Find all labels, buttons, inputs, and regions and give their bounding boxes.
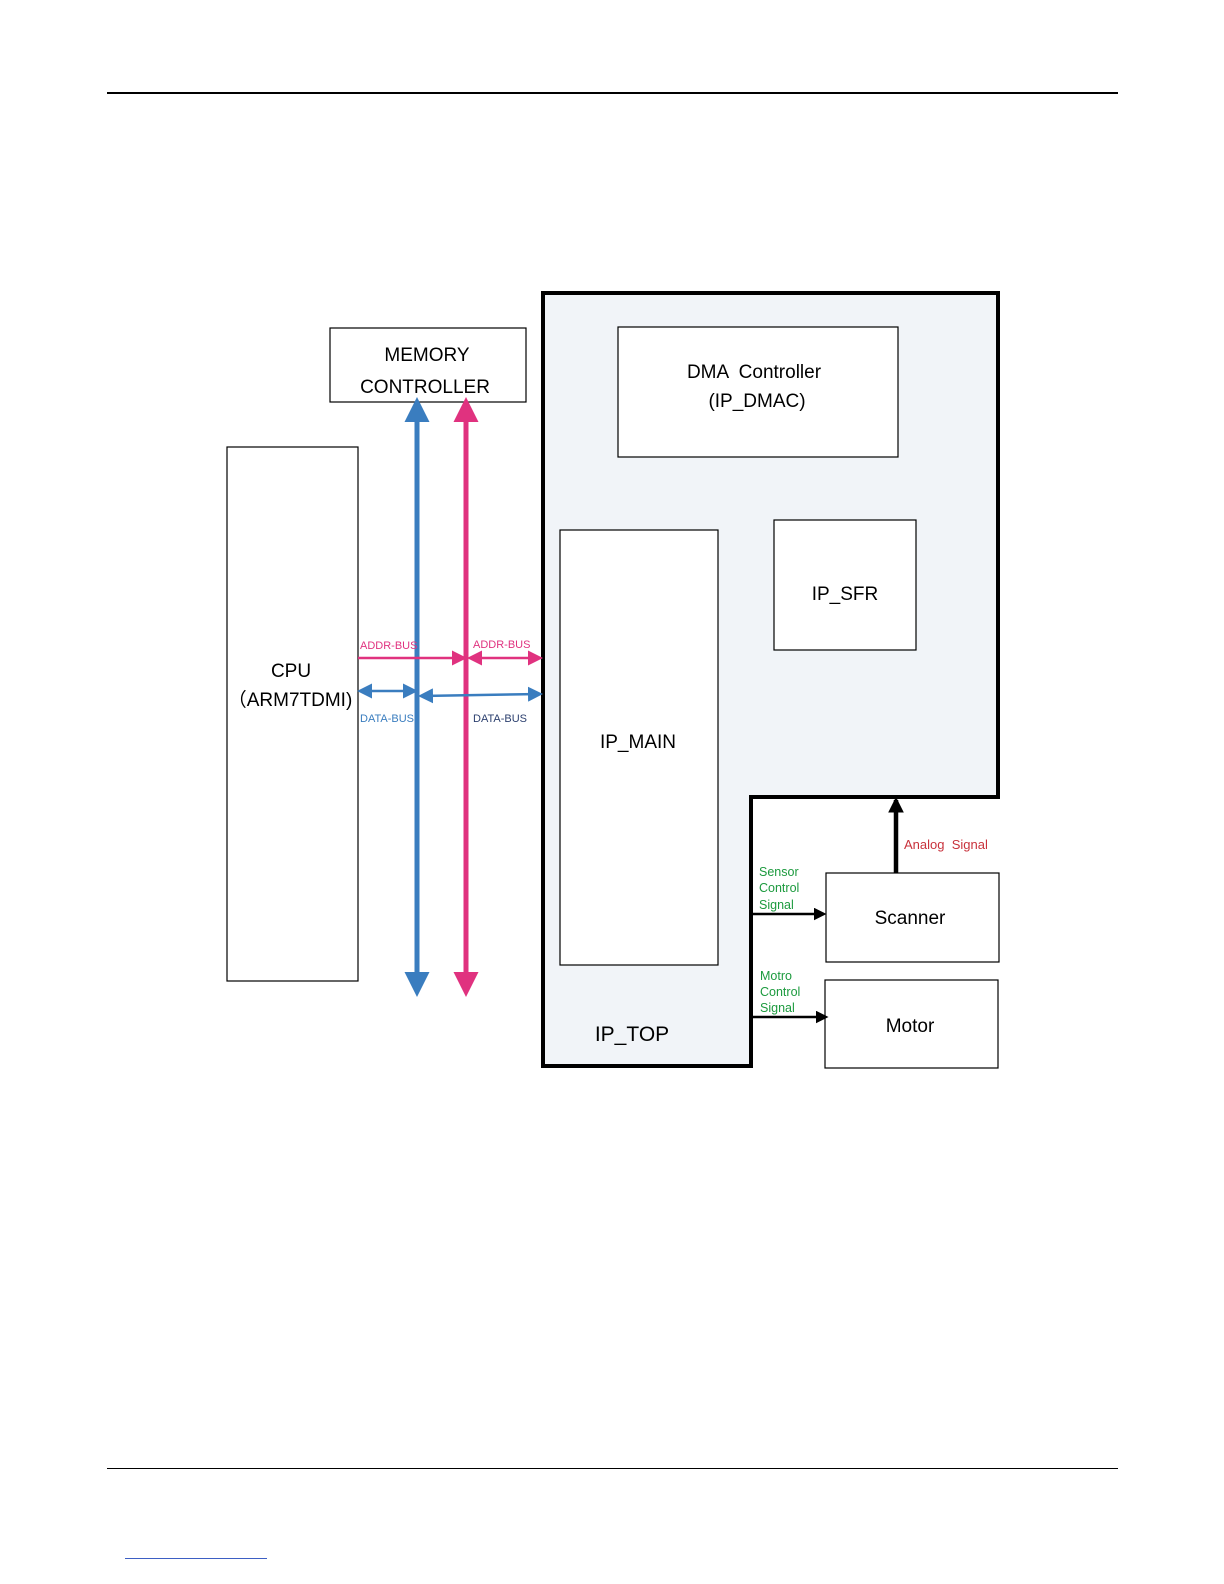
dma-controller-label: DMA Controller bbox=[687, 362, 822, 383]
data-bus-left-label: DATA-BUS bbox=[360, 713, 414, 725]
sensor-control-label-2: Control bbox=[759, 881, 799, 895]
motor-control-label-1: Motro bbox=[760, 969, 792, 983]
addr-bus-right-label: ADDR-BUS bbox=[473, 639, 530, 651]
ip-top-label: IP_TOP bbox=[595, 1023, 669, 1046]
memory-controller-sublabel: CONTROLLER bbox=[360, 377, 490, 398]
sensor-control-label-3: Signal bbox=[759, 898, 794, 912]
cpu-block bbox=[227, 447, 358, 981]
data-bus-right-label: DATA-BUS bbox=[473, 713, 527, 725]
ip-main-label: IP_MAIN bbox=[600, 732, 676, 753]
addr-bus-left-label: ADDR-BUS bbox=[360, 640, 417, 652]
data-bus-top-arrow bbox=[421, 694, 540, 696]
motor-control-label-3: Signal bbox=[760, 1001, 795, 1015]
memory-controller-label: MEMORY bbox=[384, 345, 469, 366]
dma-controller-sublabel: (IP_DMAC) bbox=[708, 391, 805, 412]
motor-control-label-2: Control bbox=[760, 985, 800, 999]
footer-link-underline[interactable] bbox=[125, 1558, 267, 1559]
cpu-label: CPU bbox=[271, 661, 311, 682]
scanner-label: Scanner bbox=[875, 908, 946, 929]
footer-rule bbox=[107, 1468, 1118, 1469]
cpu-sublabel: （ARM7TDMI) bbox=[228, 689, 353, 711]
ip-sfr-label: IP_SFR bbox=[812, 584, 879, 605]
motor-label: Motor bbox=[886, 1016, 935, 1037]
analog-signal-label: Analog Signal bbox=[904, 837, 988, 852]
sensor-control-label-1: Sensor bbox=[759, 865, 799, 879]
